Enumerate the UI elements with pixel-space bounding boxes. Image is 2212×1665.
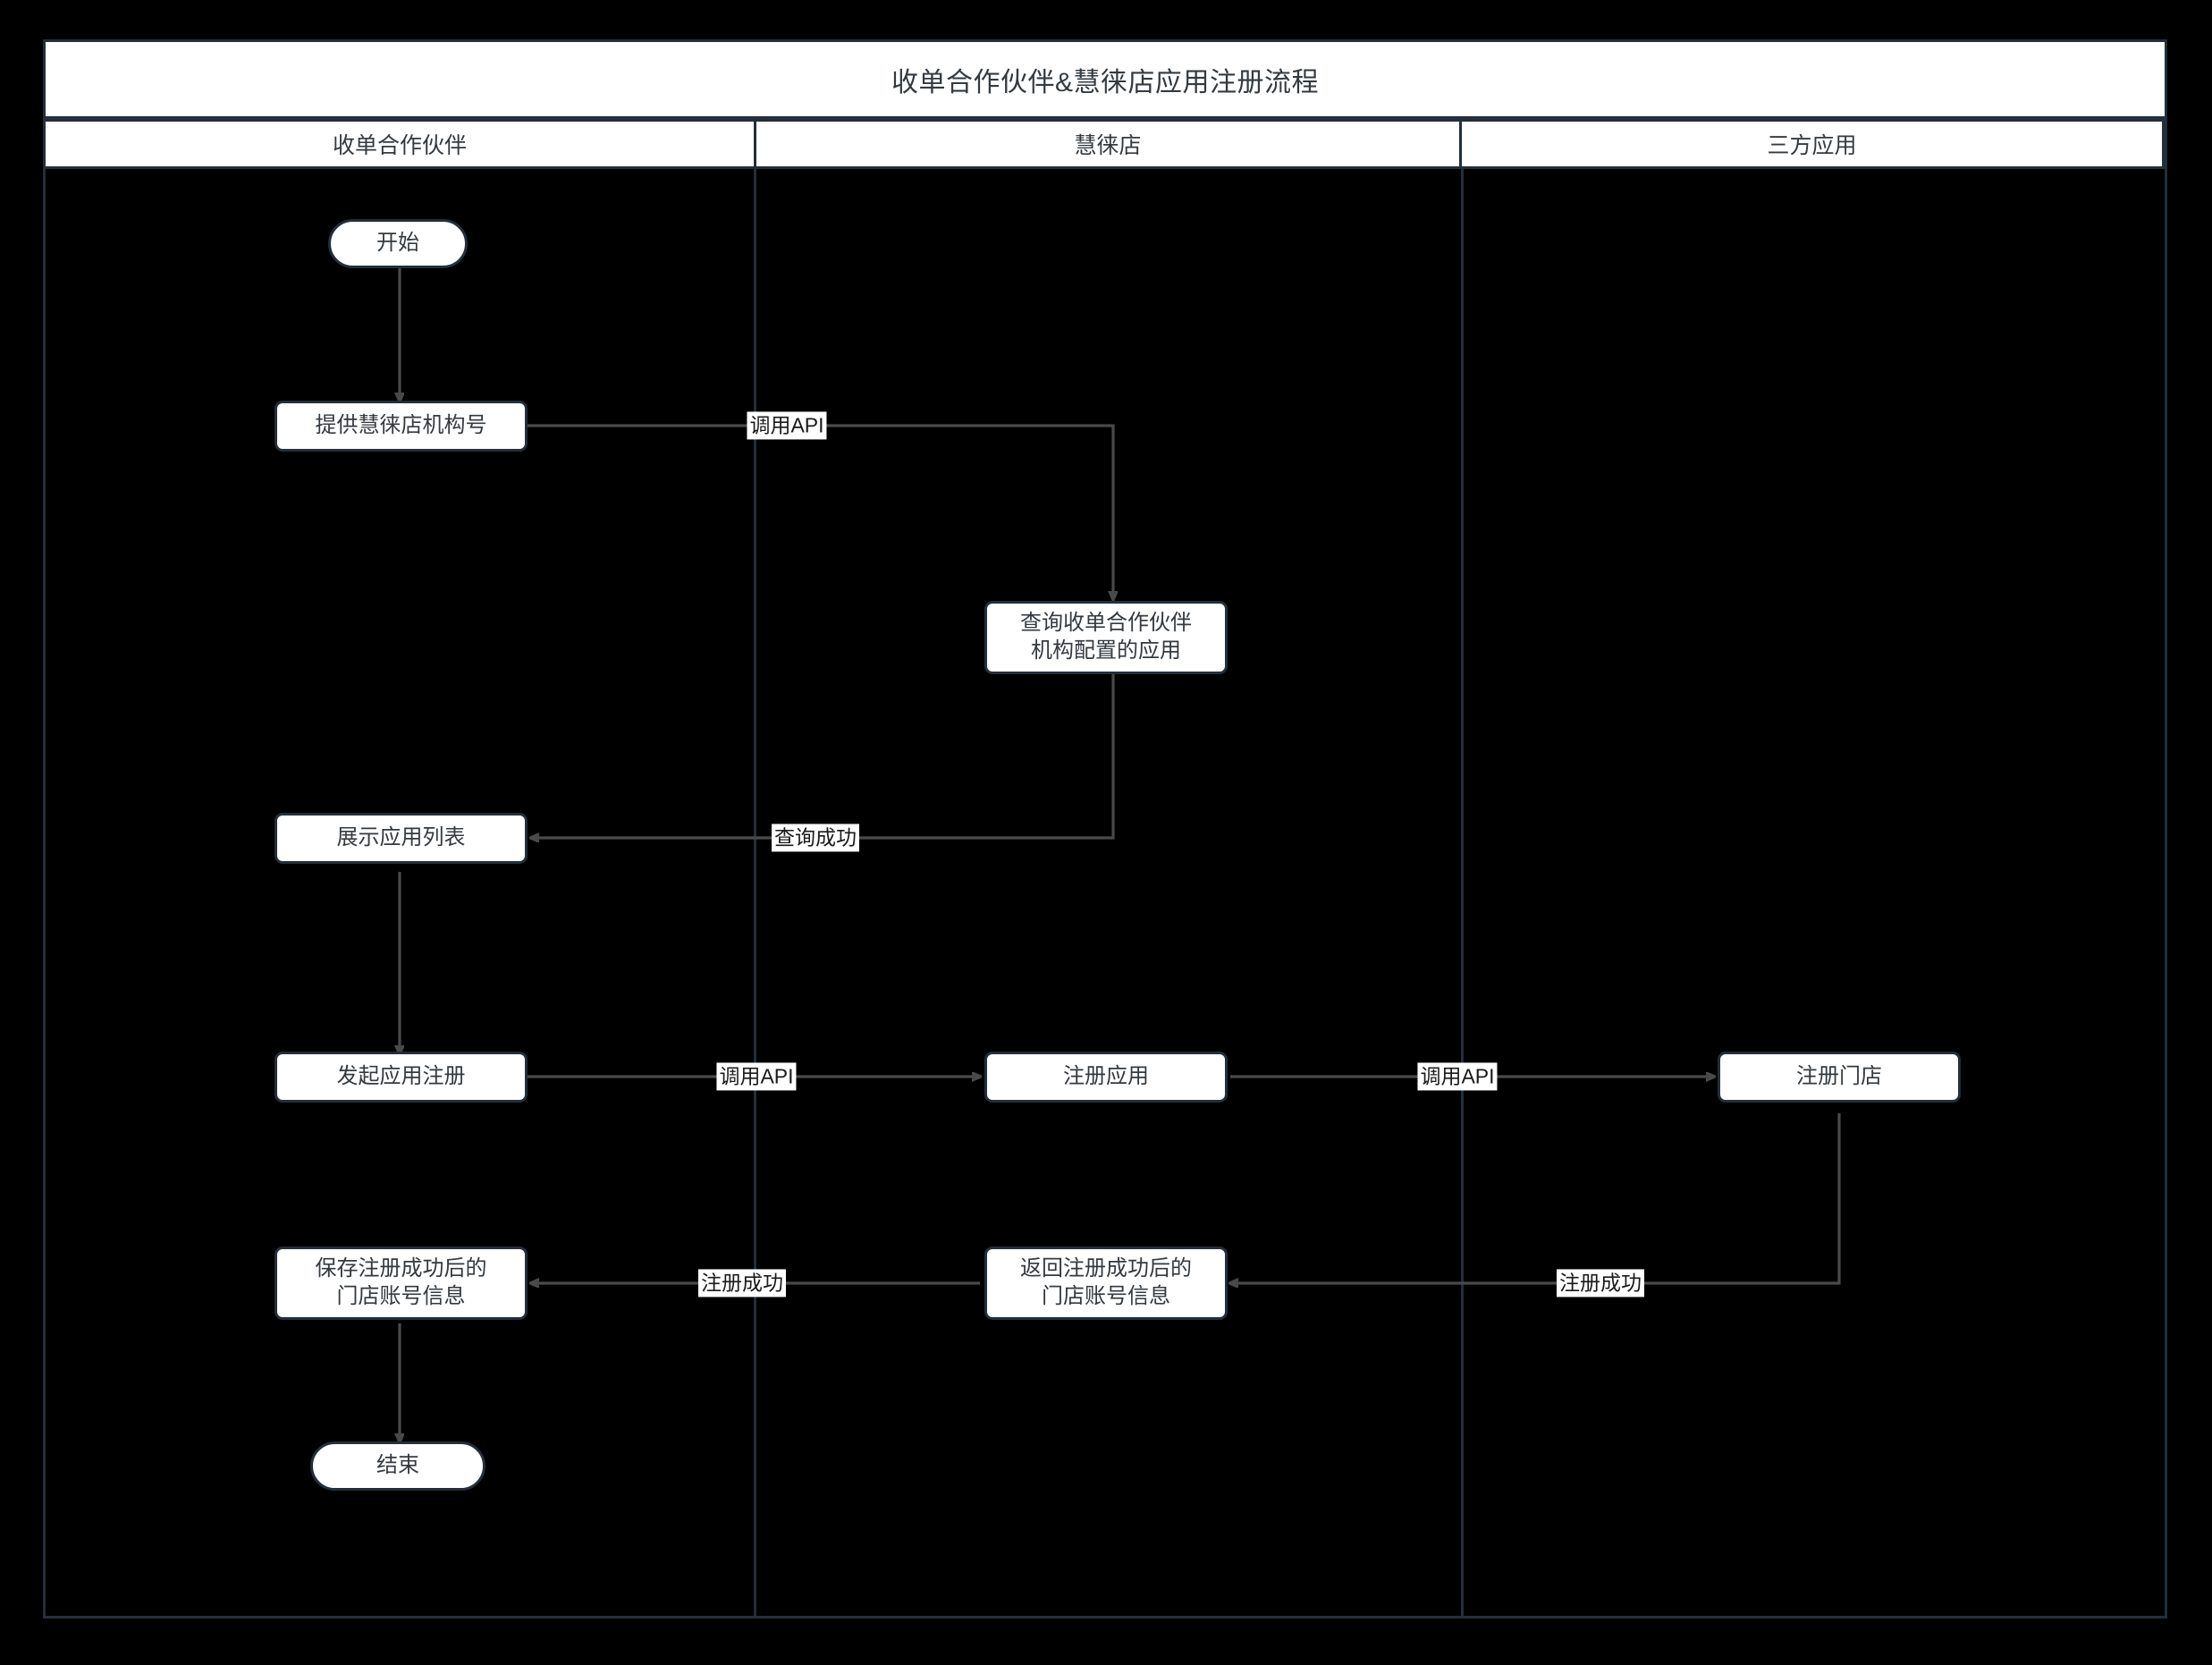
- lane-header-acquirer: 收单合作伙伴: [43, 119, 756, 169]
- node-provide-org[interactable]: 提供慧徕店机构号: [274, 401, 528, 452]
- node-init-reg-label: 发起应用注册: [336, 1064, 466, 1089]
- edge-provide-query: [528, 424, 1113, 599]
- node-reg-app-label: 注册应用: [1063, 1064, 1149, 1089]
- node-end[interactable]: 结束: [310, 1441, 485, 1491]
- edge-label-init-regapp-text: 调用API: [719, 1064, 794, 1088]
- edge-label-return-save-text: 注册成功: [701, 1271, 783, 1295]
- edge-label-query-show: 查询成功: [772, 824, 859, 852]
- node-provide-org-label: 提供慧徕店机构号: [315, 413, 487, 438]
- lane-header-row: 收单合作伙伴 慧徕店 三方应用: [43, 119, 2167, 169]
- edge-label-provide-query-text: 调用API: [749, 413, 824, 437]
- node-reg-store[interactable]: 注册门店: [1718, 1052, 1961, 1103]
- lane-header-huilaidian: 慧徕店: [754, 119, 1462, 169]
- node-return-info[interactable]: 返回注册成功后的门店账号信息: [984, 1247, 1228, 1320]
- node-save-info[interactable]: 保存注册成功后的门店账号信息: [274, 1247, 528, 1320]
- node-init-reg[interactable]: 发起应用注册: [274, 1052, 528, 1103]
- node-show-list-label: 展示应用列表: [336, 825, 466, 850]
- edge-label-regstore-return-text: 注册成功: [1559, 1271, 1642, 1295]
- node-save-info-label: 保存注册成功后的门店账号信息: [315, 1256, 487, 1308]
- node-start[interactable]: 开始: [328, 219, 468, 268]
- lane-separator-1: [754, 169, 756, 1619]
- edge-label-provide-query: 调用API: [747, 411, 827, 440]
- edge-query-show: [531, 674, 1115, 838]
- edge-label-regapp-regstore-text: 调用API: [1420, 1064, 1495, 1088]
- edge-label-query-show-text: 查询成功: [774, 825, 857, 849]
- lane-separator-2: [1461, 169, 1464, 1619]
- edge-label-regstore-return: 注册成功: [1557, 1269, 1644, 1297]
- edge-regstore-return: [1230, 1113, 1841, 1283]
- node-query-apps[interactable]: 查询收单合作伙伴机构配置的应用: [984, 601, 1228, 674]
- lane-header-acquirer-label: 收单合作伙伴: [332, 133, 467, 158]
- lane-header-thirdparty-label: 三方应用: [1767, 133, 1857, 158]
- node-end-label: 结束: [376, 1453, 419, 1478]
- page-title: 收单合作伙伴&慧徕店应用注册流程: [891, 67, 1319, 97]
- node-show-list[interactable]: 展示应用列表: [274, 813, 528, 864]
- node-return-info-label: 返回注册成功后的门店账号信息: [1020, 1256, 1192, 1308]
- edge-label-init-regapp: 调用API: [716, 1062, 797, 1091]
- lane-header-huilaidian-label: 慧徕店: [1074, 133, 1142, 158]
- edge-label-return-save: 注册成功: [698, 1269, 786, 1297]
- lane-header-thirdparty: 三方应用: [1459, 119, 2165, 169]
- diagram-title-band: 收单合作伙伴&慧徕店应用注册流程: [43, 39, 2167, 119]
- node-reg-app[interactable]: 注册应用: [984, 1052, 1228, 1103]
- node-reg-store-label: 注册门店: [1796, 1064, 1882, 1089]
- node-start-label: 开始: [376, 231, 419, 256]
- node-query-apps-label: 查询收单合作伙伴机构配置的应用: [1020, 611, 1192, 663]
- edge-label-regapp-regstore: 调用API: [1417, 1062, 1498, 1091]
